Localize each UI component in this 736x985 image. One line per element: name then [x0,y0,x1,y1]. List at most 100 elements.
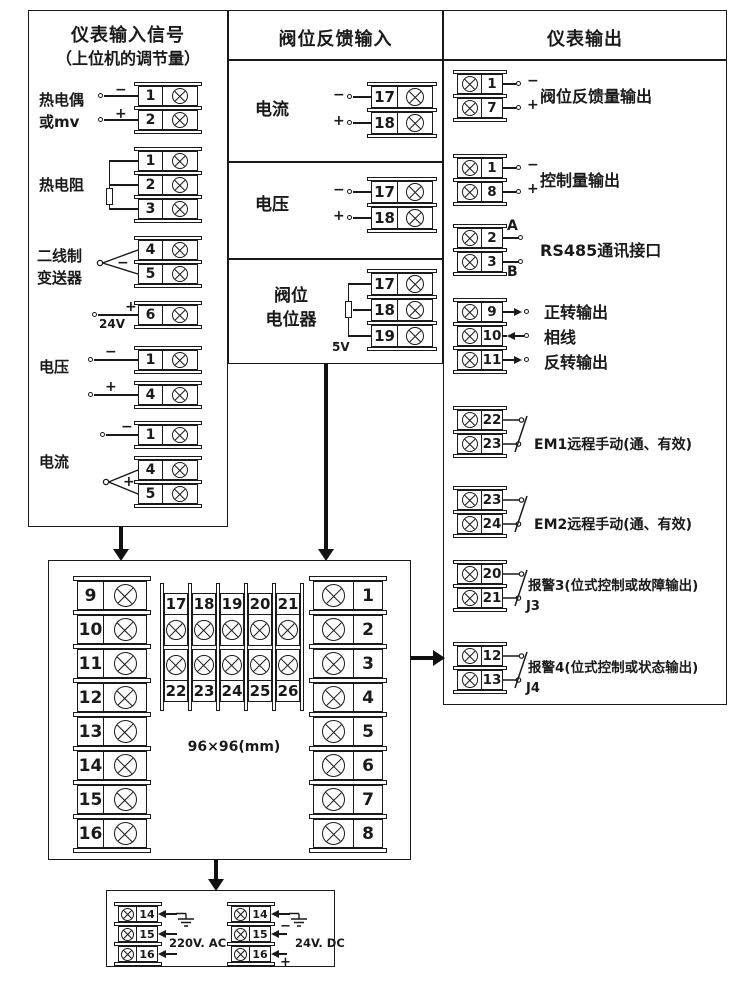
terminal-stack-transmitter: 4 5 [134,236,202,288]
rail [134,456,202,460]
terminal-stack-transmitter-24v: 6 [134,301,202,329]
terminal-row: 15 [77,785,147,814]
label-feedback-voltage: 电压 [255,195,289,215]
screw-icon [406,183,424,201]
label-5v: 5V [332,340,350,354]
wire [503,107,516,109]
terminal-number: 21 [482,590,502,606]
rail [227,902,275,906]
screw-icon [172,177,188,193]
terminal-number: 20 [482,566,502,582]
rail [73,848,151,853]
arrow-left-icon [158,929,166,938]
rail [453,224,507,228]
terminal-number: 15 [78,786,104,813]
screw-icon [121,927,134,941]
screw-icon [278,654,298,675]
screw-cell [458,229,482,247]
terminal-row: 12 [457,646,503,666]
wire [503,359,515,361]
terminal-stack-voltage-b: 4 [134,381,202,409]
arrow-left-icon [158,909,166,918]
terminal-row: 4 [313,683,383,712]
terminal-number: 4 [139,386,163,404]
screw-icon [113,618,137,641]
terminal-row: 3 [313,649,383,678]
rail [453,248,507,252]
screw-cell [398,274,432,294]
terminal-row: 3 [457,252,503,272]
terminal-row: 10 [457,326,503,346]
terminal-number: 6 [139,306,163,324]
rail [453,534,507,538]
terminal-row: 18 [371,207,433,229]
rail [134,325,202,329]
screw-cell [193,650,215,680]
plus-sign: + [123,474,135,490]
screw-icon [461,492,478,508]
rail [134,346,202,350]
screw-icon [461,328,478,344]
screw-icon [461,590,478,606]
label-transmitter-1: 二线制 [37,247,83,265]
box-valve-feedback-input: 阀位反馈输入 电流 − + 17 18 电压 − + 17 18 [228,10,443,364]
plus-sign: + [527,181,539,197]
terminal-row: 7 [457,98,503,118]
ground-icon [289,912,307,927]
screw-icon [322,754,345,777]
screw-icon [172,201,188,217]
screw-cell [104,582,146,609]
terminal-cell: 23 [192,648,216,702]
terminal-number: 16 [139,947,155,961]
rail [309,848,387,853]
terminal-cell: 25 [248,648,272,702]
divider [444,59,726,61]
screw-icon [406,301,424,319]
plus-sign: + [115,106,127,122]
terminal-row: 2 [138,175,198,195]
rail [309,644,387,649]
screw-cell [163,306,197,324]
terminal-number: 5 [139,265,163,283]
screw-icon [166,654,186,675]
rail [453,430,507,434]
rail [367,269,437,273]
screw-cell [314,718,354,745]
minus-sign: − [527,157,539,173]
screw-cell [163,265,197,283]
screw-icon [121,947,134,961]
rail [367,229,437,233]
label-em2: EM2远程手动(通、有效) [534,517,693,533]
wire [353,96,371,98]
box-power: 14 15 16 220V. AC 14 15 16 − [106,890,345,969]
terminal-number: 8 [362,823,374,844]
wire [278,933,287,935]
terminal-row: 16 [77,819,147,848]
wire [503,167,516,169]
screw-cell [221,650,243,680]
screw-cell [163,200,197,218]
label-transmitter-2: 变送器 [37,269,83,287]
terminal-row: 1 [457,158,503,178]
rail [309,678,387,683]
screw-icon [406,275,424,293]
terminal-stack-out2: 1 8 [453,154,507,206]
wire-end-circle [516,105,521,110]
rail [227,942,275,946]
label-feedback-current: 电流 [255,100,289,120]
terminal-number: 7 [487,100,497,116]
wire [165,933,177,935]
terminal-number: 21 [277,594,299,615]
terminal-number: 16 [78,820,104,847]
screw-cell [314,582,354,609]
screw-icon [172,462,188,478]
terminal-row: 23 [457,490,503,510]
divider [229,161,442,163]
left-box-title: 仪表输入信号 [71,25,185,46]
arrow-left-icon [271,909,279,918]
rail [367,108,437,112]
potentiometer-resistor [345,301,352,318]
plus-sign: + [125,299,137,315]
terminal-stack-thermocouple: 1 2 [134,82,202,134]
terminal-cell: 24 [220,648,244,702]
